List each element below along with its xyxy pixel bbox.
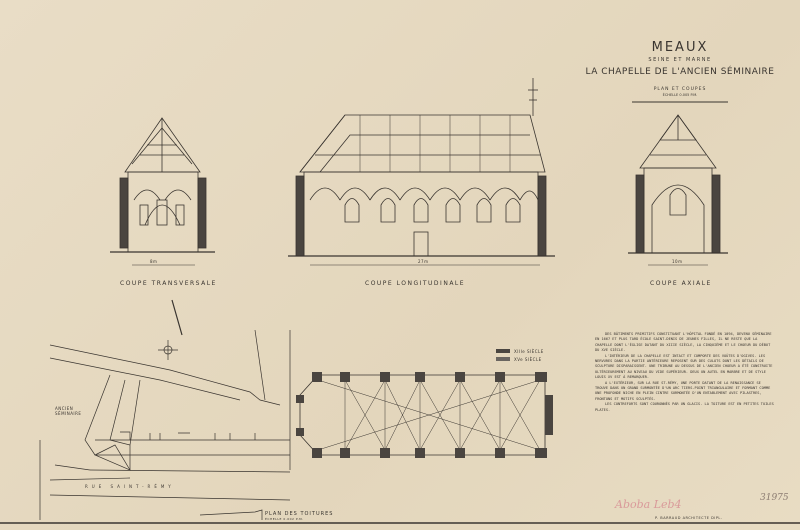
legend-label: XVe SIÈCLE (514, 356, 542, 362)
dimension-longitudinale: 27m (418, 259, 429, 264)
label-coupe-axiale: COUPE AXIALE (650, 280, 712, 287)
handwritten-signature: Aboba Leb4 (615, 498, 682, 511)
description-paragraph: Des bâtiments primitifs constituant l'Hô… (595, 332, 772, 353)
coupe-axiale-drawing (628, 114, 728, 266)
scale-note: ÉCHELLE 0.005 P.M. (662, 93, 698, 97)
legend-swatch (496, 349, 510, 353)
description-text: Des bâtiments primitifs constituant l'Hô… (595, 332, 775, 413)
site-plan-scale: ÉCHELLE 0.002 P.M. (265, 517, 304, 521)
label-plan-des-toitures: PLAN DES TOITURES (265, 511, 334, 517)
label-coupe-longitudinale: COUPE LONGITUDINALE (365, 280, 466, 287)
legend: XIIIe SIÈCLE XVe SIÈCLE (496, 347, 544, 363)
drawing-title: LA CHAPELLE DE L'ANCIEN SÉMINAIRE (585, 67, 775, 77)
inventory-number: 31975 (760, 493, 789, 503)
plan-chapelle-drawing (296, 372, 553, 458)
dimension-transversale: 8m (150, 259, 158, 264)
legend-item: XVe SIÈCLE (496, 355, 544, 363)
legend-swatch (496, 357, 510, 361)
drawing-subtitle: PLAN ET COUPES (653, 87, 707, 92)
legend-item: XIIIe SIÈCLE (496, 347, 544, 355)
dimension-axiale: 10m (672, 259, 683, 264)
label-coupe-transversale: COUPE TRANSVERSALE (120, 280, 217, 287)
label-ancien-seminaire: ANCIEN SÉMINAIRE (55, 406, 82, 416)
label-street: RUE SAINT-RÉMY (85, 484, 175, 489)
coupe-transversale-drawing (110, 117, 215, 266)
plan-des-toitures-drawing (39, 299, 291, 520)
north-arrow (171, 299, 183, 336)
department-subtitle: SEINE ET MARNE (648, 57, 712, 63)
description-paragraph: Les contreforts sont couronnés par un gl… (595, 402, 774, 412)
legend-label: XIIIe SIÈCLE (514, 348, 544, 354)
description-paragraph: A l'extérieur, sur la rue St-Rémy, une p… (595, 380, 771, 401)
architect-credit: P. BARRAUD ARCHITECTE DIPL. (655, 516, 723, 520)
description-paragraph: L'intérieur de la chapelle est intact et… (595, 353, 773, 380)
city-title: MEAUX (651, 40, 709, 55)
coupe-longitudinale-drawing (288, 78, 555, 266)
